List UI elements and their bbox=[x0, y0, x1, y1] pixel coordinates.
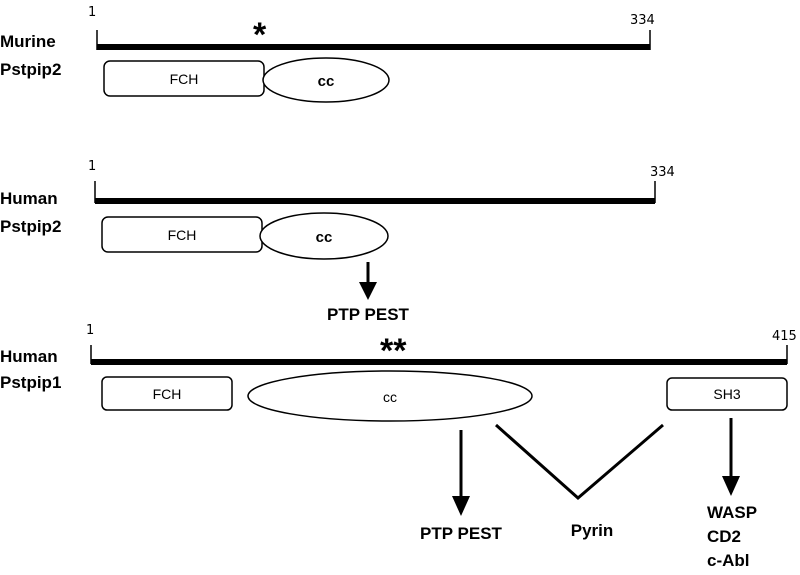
protein-human-pstpip2: Human Pstpip2 1 334 FCH cc PTP PEST bbox=[0, 159, 675, 324]
species-label: Human bbox=[0, 189, 58, 208]
cc-domain-label: cc bbox=[316, 229, 333, 246]
gene-label: Pstpip2 bbox=[0, 217, 61, 236]
interactor-label: PTP PEST bbox=[327, 305, 409, 324]
cc-interaction-arrow-head bbox=[452, 496, 470, 516]
protein-human-pstpip1: Human Pstpip1 1 415 ** FCH cc SH3 PTP PE… bbox=[0, 323, 797, 570]
mutation-marker: * bbox=[253, 16, 267, 54]
fch-domain-label: FCH bbox=[153, 386, 182, 402]
species-label: Murine bbox=[0, 32, 56, 51]
pyrin-connector bbox=[495, 423, 664, 500]
cc-domain-ellipse bbox=[247, 370, 533, 422]
gene-label: Pstpip1 bbox=[0, 373, 61, 392]
cc-domain-label: cc bbox=[383, 389, 397, 405]
sh3-interactor-3: c-Abl bbox=[707, 551, 750, 570]
start-position: 1 bbox=[88, 5, 96, 20]
start-position: 1 bbox=[86, 323, 94, 338]
end-position: 415 bbox=[772, 329, 797, 344]
sh3-domain-label: SH3 bbox=[713, 386, 740, 402]
end-position: 334 bbox=[650, 165, 675, 180]
start-position: 1 bbox=[88, 159, 96, 174]
cc-interactor-label: PTP PEST bbox=[420, 524, 502, 543]
end-position: 334 bbox=[630, 13, 655, 28]
sh3-interactor-1: WASP bbox=[707, 503, 757, 522]
sh3-domain-box bbox=[666, 377, 788, 411]
protein-murine-pstpip2: Murine Pstpip2 1 334 * FCH cc bbox=[0, 5, 655, 103]
gene-label: Pstpip2 bbox=[0, 60, 61, 79]
mutation-marker: ** bbox=[380, 332, 407, 370]
cc-domain-ellipse bbox=[259, 212, 389, 260]
pyrin-label: Pyrin bbox=[571, 521, 614, 540]
cc-domain-label: cc bbox=[318, 73, 335, 90]
fch-domain-label: FCH bbox=[168, 227, 197, 243]
sh3-interaction-arrow-head bbox=[722, 476, 740, 496]
species-label: Human bbox=[0, 347, 58, 366]
cc-domain-ellipse bbox=[262, 57, 390, 103]
fch-domain-box bbox=[101, 376, 233, 411]
sh3-interactor-2: CD2 bbox=[707, 527, 741, 546]
interaction-arrow-head bbox=[359, 282, 377, 300]
fch-domain-label: FCH bbox=[170, 71, 199, 87]
